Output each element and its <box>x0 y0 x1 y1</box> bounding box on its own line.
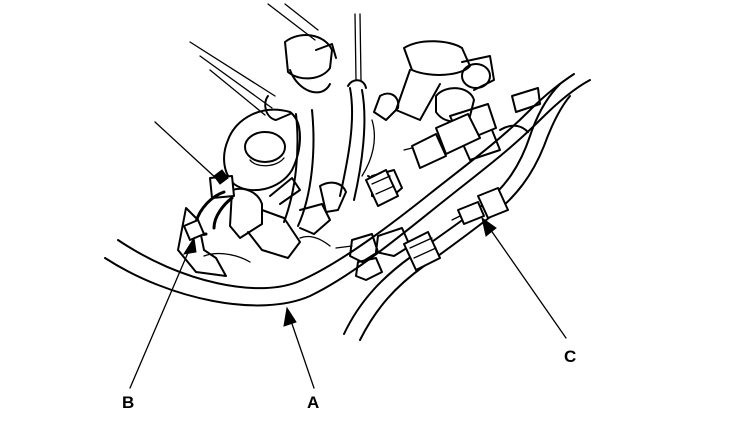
quick-connect-fitting-upper <box>403 113 481 169</box>
fuel-hose-a <box>104 73 591 307</box>
callout-label-a: A <box>307 393 319 412</box>
quick-connect-fitting-c <box>451 187 509 225</box>
engine-assembly <box>177 3 541 281</box>
leader-line-a <box>283 306 315 389</box>
leader-line-b <box>129 121 219 389</box>
hose-clamp-lower <box>403 231 441 271</box>
leader-line-c <box>481 216 567 339</box>
callout-label-c: C <box>564 347 576 366</box>
hose-holder-b <box>183 169 235 241</box>
callout-label-b: B <box>122 393 134 412</box>
hose-clamp-upper <box>365 169 399 207</box>
